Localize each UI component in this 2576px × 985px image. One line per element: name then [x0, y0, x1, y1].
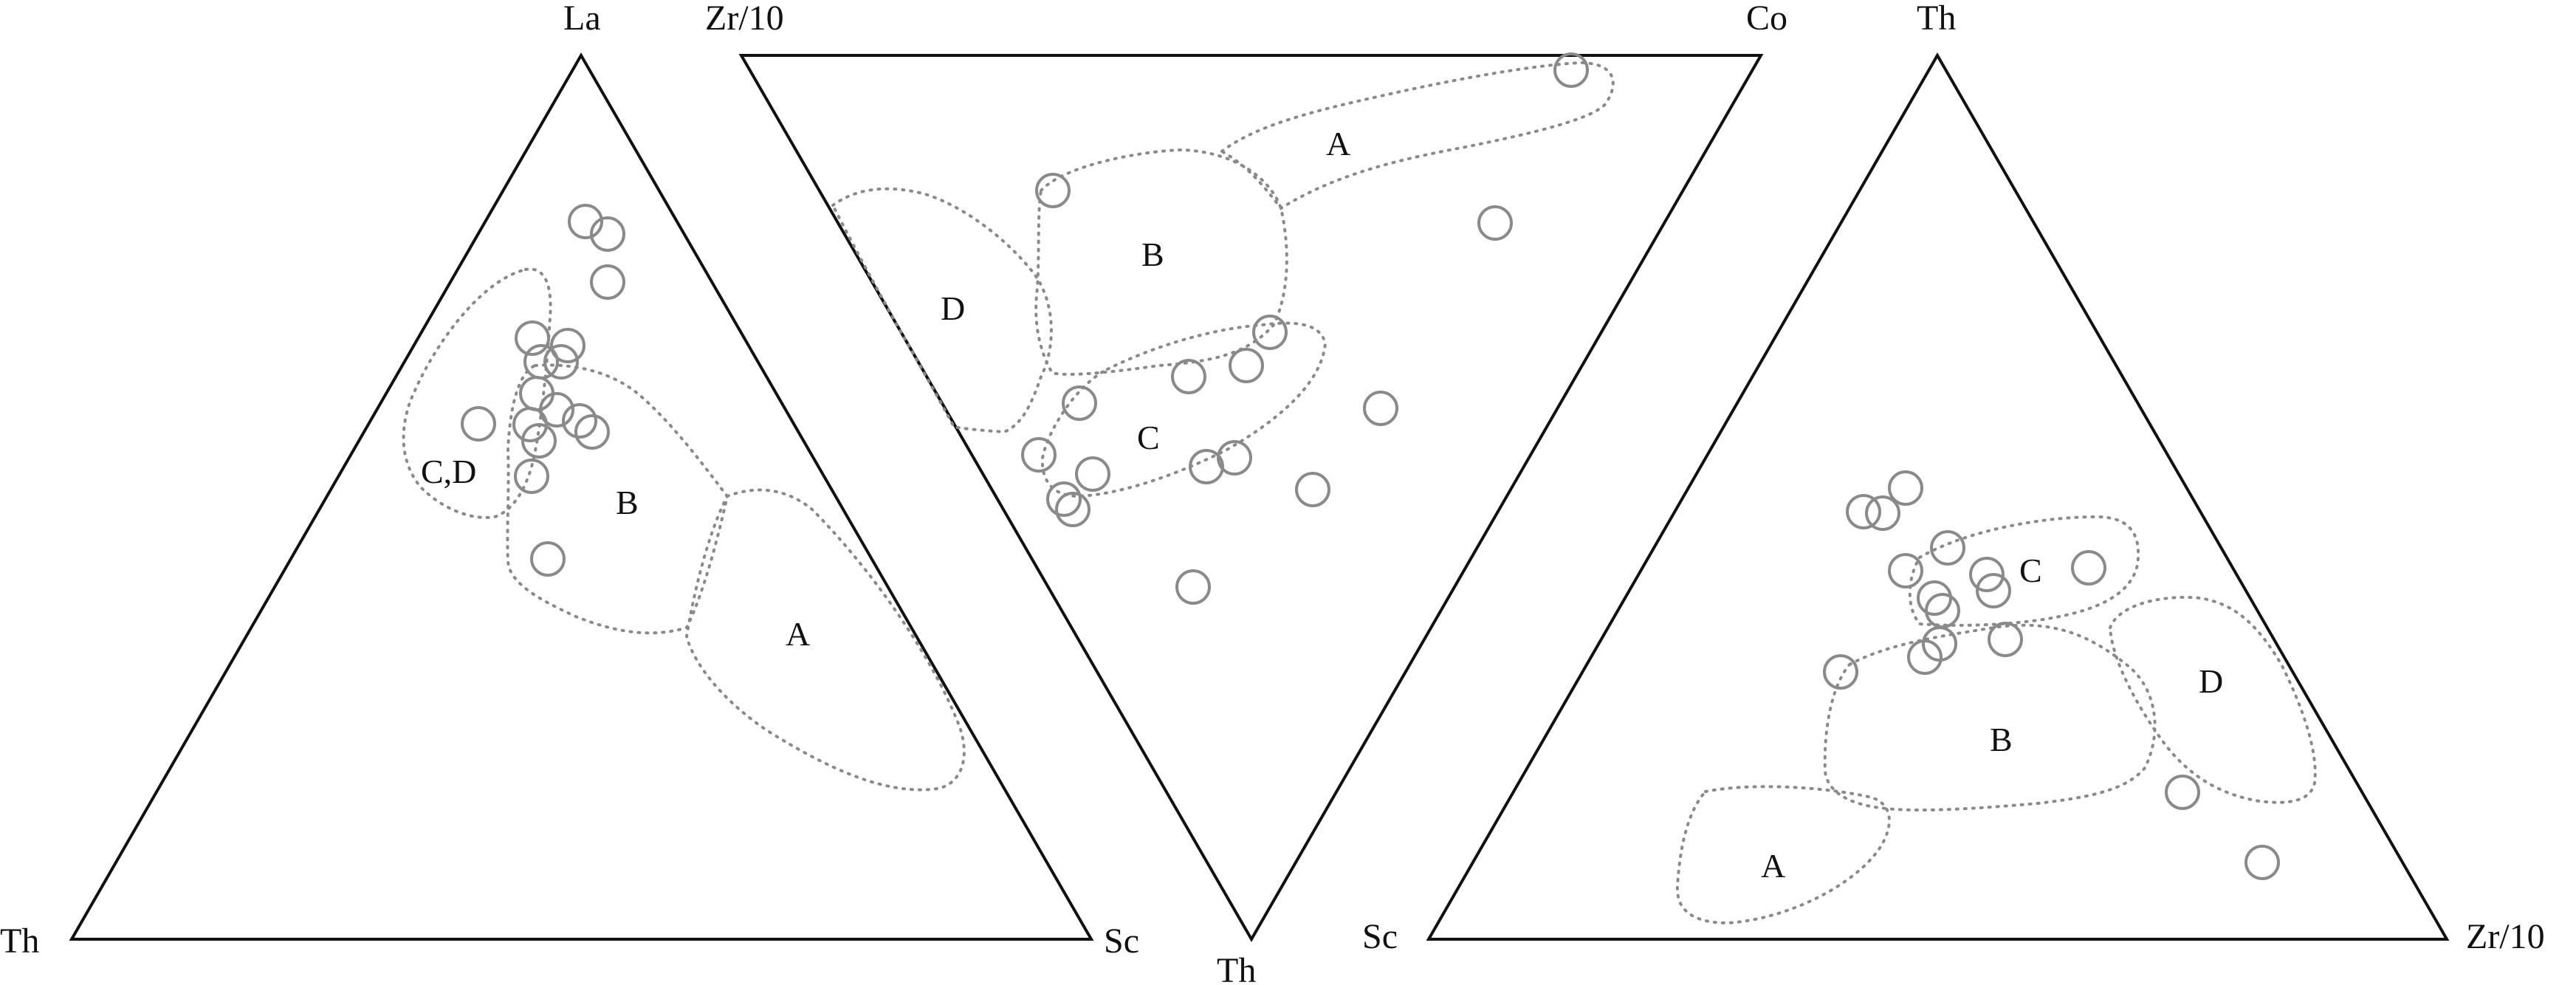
field-label-d: D [941, 289, 965, 327]
sample-marker [1171, 359, 1206, 394]
triangle-frame [69, 52, 1094, 941]
field-boundary-d [831, 187, 1053, 434]
sample-marker [543, 344, 579, 380]
sample-marker [574, 414, 610, 450]
field-boundary-a [684, 488, 966, 792]
sample-marker [2244, 845, 2280, 880]
field-label-a: A [786, 615, 810, 653]
sample-marker [1175, 569, 1211, 605]
field-boundary-cd [402, 267, 552, 519]
ternary-diagram-zr-co-th: Zr/10 Co Th A B C D [705, 0, 1787, 985]
field-label-c: C [1137, 419, 1160, 456]
sample-marker [1055, 492, 1090, 527]
sample-marker [1907, 639, 1943, 675]
sample-marker [1021, 437, 1057, 473]
sample-marker [590, 264, 625, 300]
field-label-a: A [1326, 125, 1350, 162]
field-boundary-a [1675, 785, 1891, 925]
vertex-label-th: Th [1217, 951, 1256, 985]
sample-marker [1888, 553, 1923, 588]
sample-marker [1252, 315, 1288, 350]
field-label-b: B [1990, 721, 2013, 758]
triangle-frame [738, 54, 1764, 943]
sample-marker [519, 376, 554, 411]
sample-marker [512, 407, 548, 442]
field-boundary-b [1823, 623, 2157, 812]
field-label-cd: C,D [421, 453, 476, 490]
sample-marker [550, 328, 585, 363]
vertex-label-sc: Sc [1104, 921, 1139, 961]
field-boundary-b [506, 363, 729, 635]
ternary-diagram-th-sc-zr: Th Sc Zr/10 A B C D [1362, 0, 2545, 956]
field-label-b: B [616, 484, 639, 521]
field-label-c: C [2019, 552, 2042, 589]
sample-marker [1888, 470, 1923, 506]
ternary-diagram-la-th-sc: La Th Sc A B C,D [0, 0, 1139, 961]
sample-marker [2071, 550, 2106, 586]
sample-marker [1846, 494, 1881, 529]
vertex-label-th: Th [1917, 0, 1956, 38]
sample-marker [590, 216, 625, 252]
sample-marker [515, 320, 550, 356]
sample-marker [1823, 654, 1858, 690]
vertex-label-co: Co [1746, 0, 1787, 38]
sample-marker [1969, 557, 2005, 592]
vertex-label-th: Th [0, 921, 39, 961]
sample-marker [1988, 622, 2023, 657]
sample-marker [1229, 348, 1264, 383]
vertex-label-zr10: Zr/10 [2466, 917, 2545, 956]
sample-marker [1046, 481, 1082, 517]
sample-marker [1477, 205, 1513, 241]
vertex-label-sc: Sc [1362, 917, 1398, 956]
field-label-a: A [1761, 847, 1785, 885]
field-label-d: D [2199, 662, 2223, 700]
sample-marker [1553, 52, 1589, 88]
sample-marker [461, 406, 496, 442]
vertex-label-la: La [563, 0, 601, 38]
field-boundary-c [1908, 515, 2140, 627]
field-boundary-d [2108, 595, 2317, 804]
sample-marker [1363, 391, 1398, 426]
field-boundary-b [1034, 148, 1288, 376]
sample-marker [1976, 573, 2011, 608]
sample-marker [521, 423, 557, 459]
sample-marker [1930, 530, 1965, 566]
field-boundary-c [1040, 321, 1328, 498]
sample-marker [1865, 495, 1900, 531]
field-boundary-a [1219, 61, 1615, 210]
sample-marker [1189, 449, 1224, 484]
sample-marker [530, 541, 566, 577]
sample-marker [1035, 173, 1071, 208]
sample-marker [539, 392, 574, 428]
sample-marker [2165, 775, 2200, 810]
sample-marker [514, 459, 549, 494]
sample-marker [1075, 456, 1110, 492]
triangle-frame [1426, 52, 2450, 941]
sample-marker [1062, 385, 1097, 421]
field-label-b: B [1141, 236, 1164, 273]
sample-marker [1217, 440, 1252, 476]
sample-marker [562, 403, 597, 439]
sample-marker [1295, 472, 1330, 507]
vertex-label-zr10: Zr/10 [705, 0, 784, 38]
sample-marker [568, 204, 603, 239]
